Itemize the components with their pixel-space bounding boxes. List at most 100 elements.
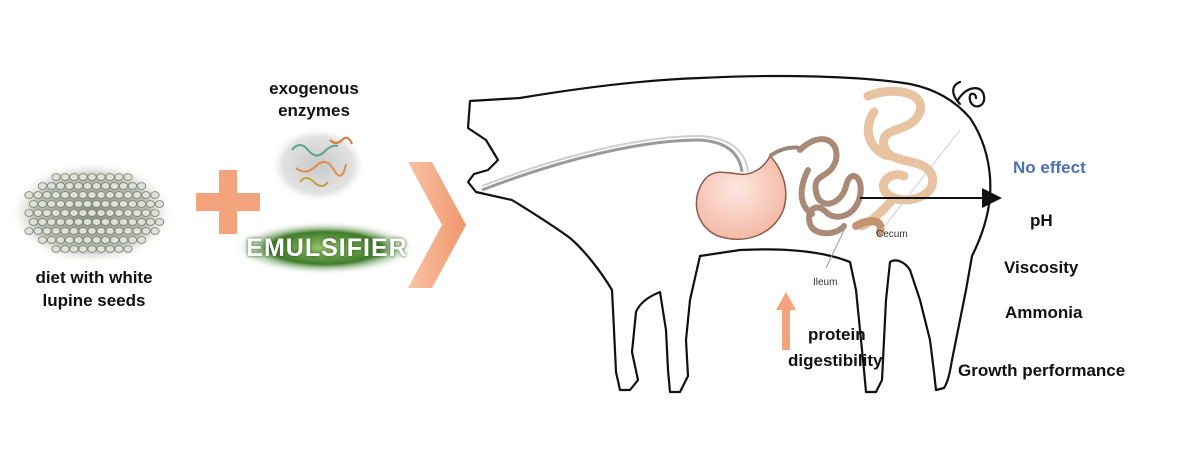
seed-dot bbox=[46, 182, 57, 190]
seed-dot bbox=[136, 182, 147, 190]
seed-dot bbox=[96, 173, 106, 181]
seed-dot bbox=[51, 209, 61, 217]
seed-dot bbox=[114, 227, 124, 235]
digestive-tract bbox=[481, 86, 961, 269]
seed-dot bbox=[51, 191, 61, 199]
seed-dot bbox=[46, 218, 57, 226]
enzymes-label: exogenous enzymes bbox=[246, 78, 382, 122]
seed-dot bbox=[123, 191, 133, 199]
seed-dot bbox=[69, 191, 79, 199]
protein-digestibility-label: protein digestibility bbox=[788, 322, 928, 374]
seed-dot bbox=[55, 236, 66, 244]
seed-dot bbox=[28, 218, 39, 226]
seed-dot bbox=[60, 173, 70, 181]
seed-dot bbox=[105, 227, 115, 235]
seed-dot bbox=[118, 200, 129, 208]
seed-dot bbox=[127, 200, 138, 208]
seed-dot bbox=[100, 236, 111, 244]
seed-dot bbox=[132, 191, 142, 199]
seed-dot bbox=[87, 209, 97, 217]
emulsifier-label: EMULSIFIER bbox=[246, 234, 408, 262]
seed-dot bbox=[73, 182, 84, 190]
seed-dot bbox=[24, 191, 34, 199]
lupine-seeds-image bbox=[10, 161, 174, 265]
no-effect-label: No effect bbox=[1013, 158, 1086, 177]
result-item-growth-performance: Growth performance bbox=[958, 361, 1126, 380]
seed-dot bbox=[87, 227, 97, 235]
seeds-label-line2: lupine seeds bbox=[42, 291, 146, 310]
seed-dot bbox=[141, 191, 151, 199]
seeds-label-line1: diet with white bbox=[35, 268, 153, 287]
seed-dot bbox=[118, 236, 129, 244]
seed-dot bbox=[127, 236, 138, 244]
seed-dot bbox=[33, 227, 43, 235]
seed-dot bbox=[154, 200, 165, 208]
seed-dot bbox=[105, 173, 115, 181]
seed-dot bbox=[132, 209, 142, 217]
seed-dot bbox=[78, 173, 88, 181]
seed-dot bbox=[145, 218, 156, 226]
enzymes-label-line1: exogenous bbox=[269, 79, 359, 98]
seed-dot bbox=[82, 200, 93, 208]
seed-dot bbox=[46, 200, 57, 208]
seed-dot bbox=[109, 236, 120, 244]
seed-dot bbox=[96, 191, 106, 199]
enzymes-image bbox=[270, 127, 366, 203]
seed-dot bbox=[91, 218, 102, 226]
seed-dot bbox=[60, 209, 70, 217]
seed-dot bbox=[24, 227, 34, 235]
seed-dot bbox=[154, 218, 165, 226]
seed-dot bbox=[100, 218, 111, 226]
cecum-label: Cecum bbox=[876, 229, 908, 240]
seed-dot bbox=[127, 182, 138, 190]
seed-dot bbox=[55, 182, 66, 190]
seed-dot bbox=[105, 245, 115, 253]
chevron-right-icon bbox=[408, 162, 466, 288]
plus-icon bbox=[196, 170, 260, 234]
seed-dot bbox=[69, 173, 79, 181]
result-item-ammonia: Ammonia bbox=[1005, 303, 1083, 322]
seed-dot bbox=[136, 200, 147, 208]
seed-dot bbox=[55, 218, 66, 226]
seed-dot bbox=[132, 227, 142, 235]
seed-dot bbox=[145, 200, 156, 208]
seed-dot bbox=[100, 200, 111, 208]
seed-dot bbox=[118, 218, 129, 226]
ileum-label: Ileum bbox=[813, 277, 838, 288]
seed-dot bbox=[64, 236, 75, 244]
seed-dot bbox=[109, 200, 120, 208]
arrow-up-icon bbox=[776, 292, 796, 350]
seed-dot bbox=[51, 245, 61, 253]
seed-dot bbox=[150, 209, 160, 217]
seed-dot bbox=[82, 236, 93, 244]
seed-dot bbox=[60, 191, 70, 199]
seed-dot bbox=[78, 245, 88, 253]
seed-dot bbox=[51, 173, 61, 181]
seed-dot bbox=[150, 191, 160, 199]
seed-dot bbox=[28, 200, 39, 208]
seed-dot bbox=[24, 209, 34, 217]
seed-dot bbox=[105, 209, 115, 217]
seed-dot bbox=[150, 227, 160, 235]
seed-dot bbox=[105, 191, 115, 199]
seed-dot bbox=[73, 236, 84, 244]
cecum bbox=[852, 217, 885, 236]
seed-dot bbox=[136, 236, 147, 244]
seed-dot bbox=[91, 200, 102, 208]
seed-dot bbox=[42, 209, 52, 217]
seed-dot bbox=[78, 209, 88, 217]
seeds-label: diet with white lupine seeds bbox=[14, 266, 174, 312]
seed-dot bbox=[78, 191, 88, 199]
seed-dot bbox=[37, 200, 48, 208]
seed-dot bbox=[123, 227, 133, 235]
result-item-ph: pH bbox=[1030, 211, 1053, 230]
result-item-viscosity: Viscosity bbox=[1004, 258, 1079, 277]
emulsifier-badge bbox=[233, 221, 417, 275]
seed-dot bbox=[69, 227, 79, 235]
seed-dot bbox=[109, 218, 120, 226]
enzymes-label-line2: enzymes bbox=[278, 101, 350, 120]
pig-outline bbox=[466, 74, 992, 394]
seed-dot bbox=[69, 209, 79, 217]
seed-dot bbox=[114, 245, 124, 253]
